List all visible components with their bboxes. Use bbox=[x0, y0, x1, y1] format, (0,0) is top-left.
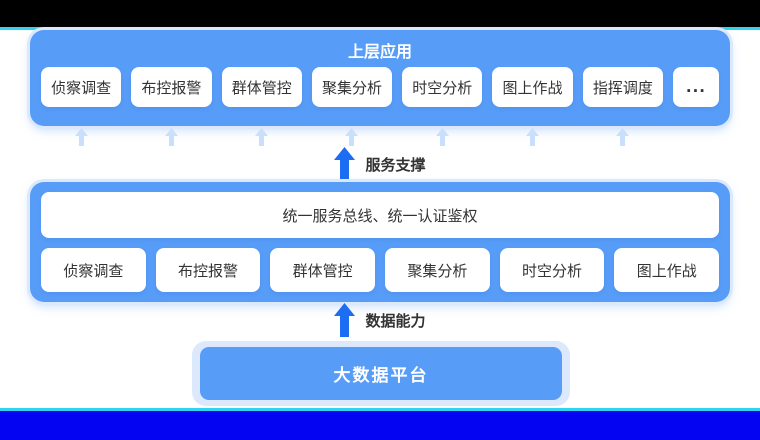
connector-data-capability: 数据能力 bbox=[0, 301, 760, 339]
upper-apps-row: 侦察调查 布控报警 群体管控 聚集分析 时空分析 图上作战 指挥调度 ... bbox=[30, 67, 730, 107]
up-arrow-icon bbox=[74, 128, 88, 146]
service-box-investigation: 侦察调查 bbox=[41, 248, 146, 292]
small-arrows-row bbox=[30, 127, 730, 147]
app-box-gathering-analysis: 聚集分析 bbox=[311, 67, 393, 107]
service-box-spacetime-analysis: 时空分析 bbox=[499, 248, 605, 292]
up-arrow-icon bbox=[435, 128, 449, 146]
bottom-blue-band bbox=[0, 411, 760, 440]
app-box-group-control: 群体管控 bbox=[221, 67, 302, 107]
top-black-band bbox=[0, 0, 760, 27]
app-box-more: ... bbox=[672, 67, 719, 107]
app-box-map-operations: 图上作战 bbox=[492, 67, 573, 107]
big-data-platform-box: 大数据平台 bbox=[200, 347, 562, 400]
service-bus-box: 统一服务总线、统一认证鉴权 bbox=[41, 192, 719, 238]
service-box-control-alarm: 布控报警 bbox=[155, 248, 261, 292]
up-arrow-icon bbox=[526, 128, 540, 146]
big-up-arrow-icon bbox=[334, 147, 356, 181]
top-cyan-line bbox=[0, 27, 760, 30]
upper-apps-section: 上层应用 侦察调查 布控报警 群体管控 聚集分析 时空分析 图上作战 指挥调度 … bbox=[30, 30, 730, 126]
bottom-cyan-line bbox=[0, 408, 760, 411]
service-row: 侦察调查 布控报警 群体管控 聚集分析 时空分析 图上作战 bbox=[30, 248, 730, 292]
service-box-group-control: 群体管控 bbox=[270, 248, 376, 292]
service-box-map-operations: 图上作战 bbox=[614, 248, 720, 292]
up-arrow-icon bbox=[616, 128, 630, 146]
app-box-spacetime-analysis: 时空分析 bbox=[402, 67, 483, 107]
app-box-investigation: 侦察调查 bbox=[41, 67, 122, 107]
up-arrow-icon bbox=[345, 128, 359, 146]
upper-apps-title: 上层应用 bbox=[347, 42, 412, 61]
big-up-arrow-icon bbox=[334, 303, 356, 337]
platform-glow-frame: 大数据平台 bbox=[192, 341, 570, 406]
service-bus-section: 统一服务总线、统一认证鉴权 侦察调查 布控报警 群体管控 聚集分析 时空分析 图… bbox=[30, 182, 730, 302]
up-arrow-icon bbox=[164, 128, 178, 146]
arrow-row-spacer bbox=[673, 127, 719, 147]
app-box-command-dispatch: 指挥调度 bbox=[582, 67, 663, 107]
up-arrow-icon bbox=[255, 128, 269, 146]
connector-service-label: 服务支撑 bbox=[365, 155, 426, 174]
app-box-control-alarm: 布控报警 bbox=[131, 67, 212, 107]
connector-service-support: 服务支撑 bbox=[0, 146, 760, 182]
connector-data-label: 数据能力 bbox=[365, 311, 426, 330]
service-box-gathering-analysis: 聚集分析 bbox=[385, 248, 490, 292]
